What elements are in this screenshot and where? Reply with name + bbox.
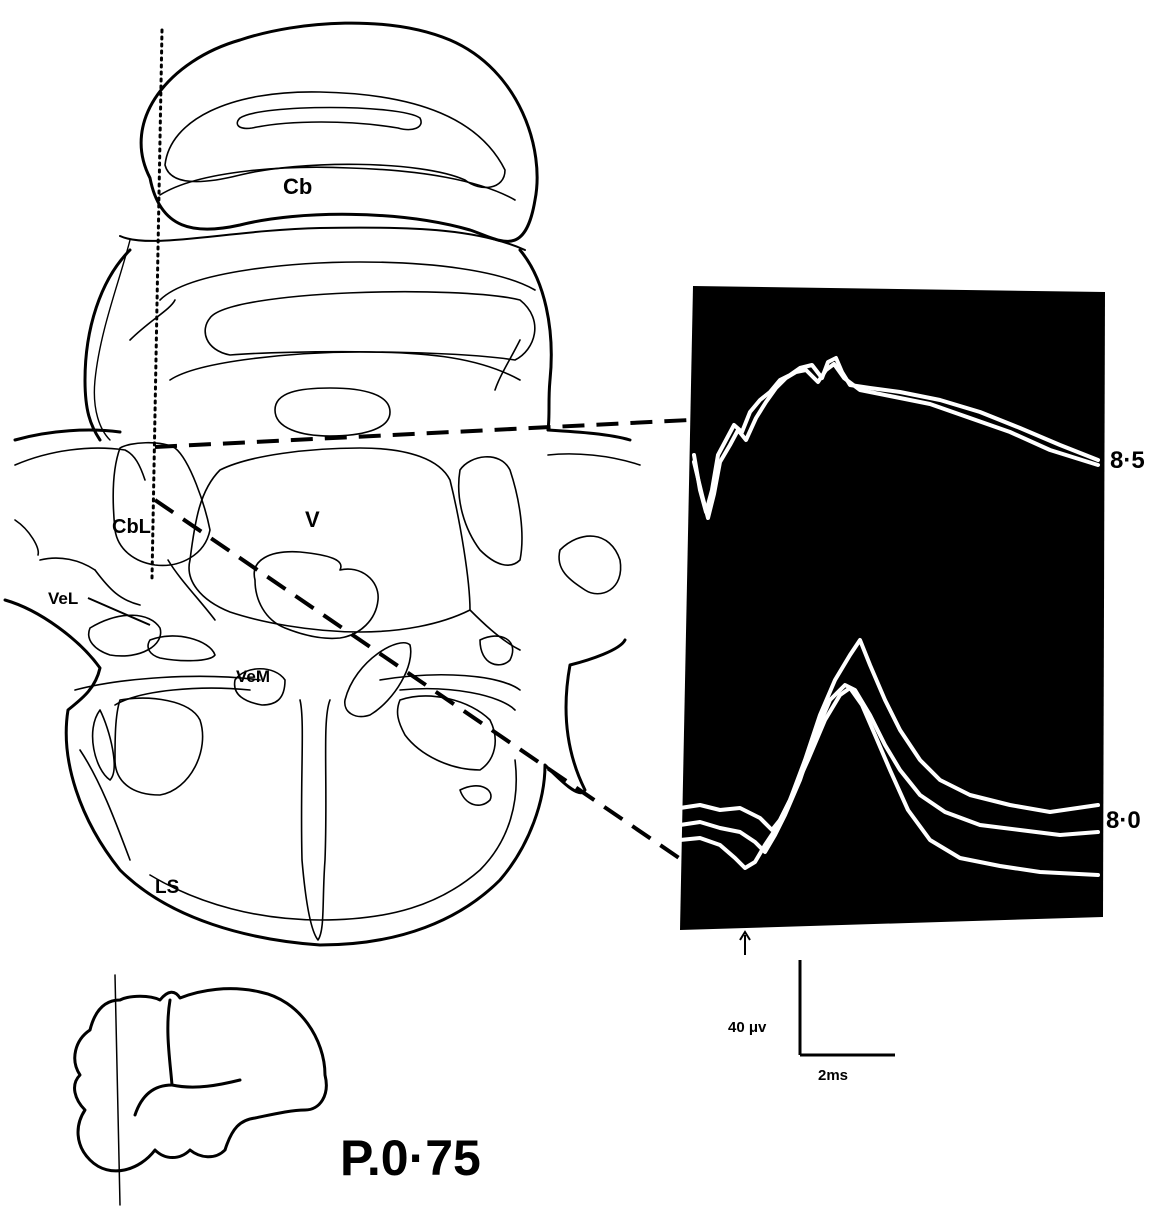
vel-leader-line — [88, 598, 150, 625]
scale-time-label: 2ms — [818, 1067, 848, 1084]
nuclei-outlines — [40, 388, 621, 940]
label-ls: LS — [155, 877, 179, 898]
projection-lines — [155, 420, 690, 860]
stimulus-arrow-icon — [740, 932, 750, 955]
label-v: V — [305, 507, 320, 532]
label-cb: Cb — [283, 174, 312, 199]
cerebellum-outline — [85, 23, 551, 440]
scale-bar — [800, 960, 895, 1055]
electrode-track-dotted — [152, 30, 162, 578]
label-cbl: CbL — [112, 516, 151, 538]
brain-sketch-lateral — [75, 975, 327, 1205]
label-vem: VeM — [236, 667, 270, 686]
section-position-label: P.0·75 — [340, 1130, 481, 1186]
scale-voltage-label: 40 μv — [728, 1019, 767, 1036]
brainstem-outline — [5, 430, 640, 945]
trace-label-8-0: 8·0 — [1106, 807, 1141, 834]
oscilloscope-panel — [680, 286, 1105, 930]
label-vel: VeL — [48, 589, 78, 608]
region-labels: Cb V CbL VeL VeM LS — [48, 174, 320, 898]
trace-label-8-5: 8·5 — [1110, 447, 1145, 474]
